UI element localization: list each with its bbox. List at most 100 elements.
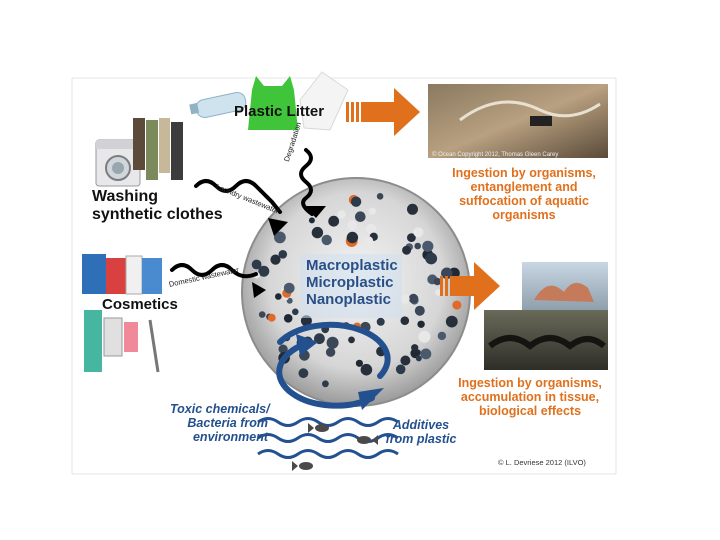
plastic-bead (258, 311, 266, 318)
effect-top-line1: Ingestion by organisms, (452, 166, 596, 180)
plastic-bead (420, 348, 432, 360)
effect-top-text: Ingestion by organisms, entanglement and… (440, 166, 608, 222)
laundry-arrow (194, 179, 282, 214)
center-label-box (300, 254, 402, 318)
plastic-bead (360, 363, 373, 376)
exchange-right-text: Additives from plastic (384, 418, 458, 446)
plastic-bead (300, 315, 312, 327)
label-washing: Washing synthetic clothes (92, 188, 223, 224)
photo-middle (522, 262, 608, 314)
photo-top (428, 84, 608, 158)
plastic-bead (283, 314, 293, 323)
laundry-arrowhead (268, 218, 288, 236)
plastic-bead (350, 196, 362, 207)
pathway-arrowheads (252, 206, 326, 298)
label-washing-line1: Washing (92, 188, 159, 205)
plastic-bead (407, 233, 416, 243)
plastic-bead (286, 297, 293, 304)
effect-bottom-text: Ingestion by organisms, accumulation in … (446, 376, 614, 418)
plastic-beads (251, 193, 462, 388)
exchange-arrowheads (296, 334, 384, 410)
plastic-bead (326, 336, 339, 349)
plastic-bead (274, 231, 286, 244)
plastic-bead (348, 336, 355, 344)
plastic-bead (322, 380, 329, 388)
plastic-bead (267, 313, 276, 322)
plastic-bead (251, 259, 262, 270)
plastic-bead (321, 234, 332, 246)
label-washing-line2: synthetic clothes (92, 205, 223, 223)
plastic-bead (355, 359, 363, 367)
plastic-litter-icon (189, 71, 349, 131)
exchange-left-line2: Bacteria from (187, 416, 268, 430)
degradation-arrowhead (304, 206, 326, 218)
plastic-bead (283, 282, 295, 294)
exchange-right-line1: Additives (392, 418, 450, 432)
plastic-bead (366, 223, 377, 235)
plastic-bead (417, 320, 425, 328)
footer-credit: © L. Devriese 2012 (ILVO) (498, 458, 586, 467)
effect-top-line3: suffocation of aquatic (459, 194, 589, 208)
effect-bottom-line2: accumulation in tissue, (460, 390, 600, 404)
domestic-arrowhead (252, 282, 266, 298)
plastic-bead (376, 317, 385, 326)
orange-arrows (346, 88, 500, 310)
plastic-bead (434, 289, 442, 296)
exchange-right-line2: from plastic (385, 432, 457, 446)
plastic-bead (363, 236, 374, 247)
plastic-bead (411, 344, 419, 352)
fish-icon (292, 423, 378, 471)
plastic-bead (418, 330, 431, 343)
plastic-bead (414, 242, 422, 250)
clothes-icon (133, 118, 183, 180)
label-nanoplastic: Nanoplastic (306, 290, 392, 308)
plastic-bead (414, 305, 425, 316)
plastic-bead (292, 308, 299, 316)
plastic-bead (368, 207, 376, 215)
plastic-bead (413, 227, 424, 238)
photo-credit: © Ocean Copyright 2012, Thomas Gleen Car… (432, 152, 559, 158)
plastic-bead (346, 231, 359, 244)
plastic-bead (337, 210, 346, 219)
plastic-bead (298, 368, 309, 379)
degradation-arrow (299, 148, 314, 216)
plastic-bead (407, 203, 418, 215)
plastic-bead (347, 220, 357, 231)
center-labels: Macroplastic Microplastic Nanoplastic (306, 257, 398, 308)
effect-bottom-line3: biological effects (478, 404, 582, 418)
plastic-bead (452, 300, 462, 310)
plastic-bead (328, 215, 340, 227)
effect-top-line2: entanglement and (470, 180, 578, 194)
plastic-bead (425, 252, 438, 265)
plastic-bead (376, 193, 384, 200)
effect-bottom-line1: Ingestion by organisms, (458, 376, 602, 390)
plastic-bead (402, 245, 412, 255)
domestic-arrow (170, 263, 258, 279)
effect-top-line4: organisms (492, 208, 556, 222)
label-microplastic: Microplastic (306, 273, 394, 291)
plastic-bead (258, 265, 270, 277)
plastic-bead (415, 355, 422, 362)
cosmetics-icon (82, 254, 162, 373)
plastic-bead (395, 364, 406, 375)
plastic-bead (278, 344, 288, 354)
photo-bottom (484, 310, 608, 370)
exchange-left-line3: environment (192, 430, 268, 444)
plastic-bead (278, 250, 288, 259)
orange-arrow-top (346, 88, 420, 136)
label-macroplastic: Macroplastic (306, 257, 398, 274)
pathway-arrows (170, 148, 314, 279)
plastic-bead (445, 315, 458, 328)
plastic-bead (325, 347, 336, 357)
plastic-bead (270, 254, 281, 265)
plastic-bead (441, 267, 453, 280)
plastic-bead (433, 277, 441, 286)
plastic-bead (422, 240, 434, 252)
exchange-left-line1: Toxic chemicals/ (170, 402, 270, 416)
plastic-bead (400, 294, 410, 304)
plastic-bead (308, 217, 315, 224)
orange-arrow-bottom (440, 262, 500, 310)
washing-machine-icon (95, 139, 141, 187)
exchange-left-text: Toxic chemicals/ Bacteria from environme… (170, 402, 270, 444)
